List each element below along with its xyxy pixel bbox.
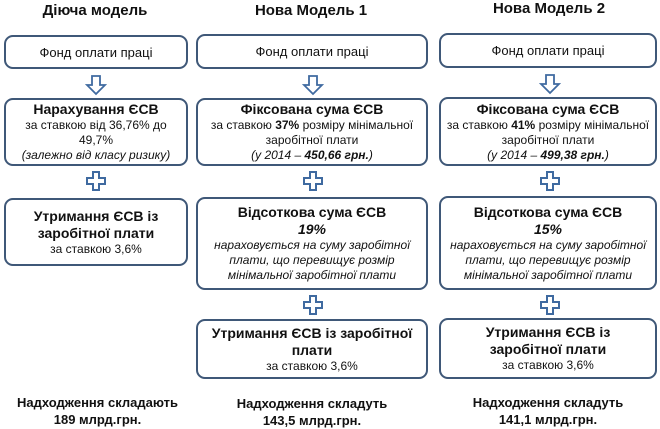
arrow-down-icon [539, 74, 561, 95]
note-pre: (у 2014 – [251, 148, 305, 162]
plus-icon [540, 295, 560, 315]
column-title-current: Діюча модель [42, 2, 148, 19]
note-post: ) [368, 148, 373, 162]
box-heading: Нарахування ЄСВ [33, 101, 159, 117]
rate-post: розміру мінімальної заробітної плати [265, 118, 414, 147]
revenue-model2: Надходження складуть 141,1 млрд.грн. [439, 394, 657, 428]
note-pre: (у 2014 – [487, 147, 541, 162]
box-heading: Фіксована сума ЄСВ [476, 100, 620, 117]
note-text: нараховується на суму заробітної плати, … [214, 238, 410, 282]
rate-value: 41% [511, 117, 536, 132]
revenue-label: Надходження складуть [236, 396, 388, 411]
column-title-model2: Нова Модель 2 [492, 0, 606, 17]
rate-text: за ставкою 3,6% [502, 358, 594, 372]
box-heading: Утримання ЄСВ із заробітної плати [211, 324, 413, 358]
revenue-amount: 143,5 млрд.грн. [262, 413, 362, 428]
rate-pre: за ставкою [210, 118, 276, 132]
note-text: (у 2014 – 499,38 грн.) [487, 148, 609, 163]
rate-post: розміру мінімальної заробітної плати [501, 117, 650, 147]
rate-text: за ставкою 37% розміру мінімальної зароб… [202, 118, 422, 148]
box-heading: Утримання ЄСВ із заробітної плати [485, 324, 611, 357]
note-text: нараховується на суму заробітної плати, … [450, 237, 646, 282]
note-text: (у 2014 – 450,66 грн.) [251, 148, 373, 163]
plus-icon [86, 171, 106, 191]
revenue-amount: 189 млрд.грн. [53, 412, 142, 427]
column-title-model1: Нова Модель 1 [254, 2, 368, 19]
box-heading: Утримання ЄСВ із заробітної плати [33, 207, 159, 241]
fund-label: Фонд оплати праці [39, 44, 153, 60]
arrow-down-icon [302, 75, 324, 96]
withholding-box-model2: Утримання ЄСВ із заробітної плати за ста… [439, 318, 657, 379]
rate-value: 37% [275, 118, 300, 132]
rate-text: за ставкою 3,6% [266, 358, 358, 373]
withholding-box-current: Утримання ЄСВ із заробітної плати за ста… [4, 198, 188, 266]
box-heading: Фіксована сума ЄСВ [240, 101, 384, 117]
revenue-model1: Надходження складуть 143,5 млрд.грн. [196, 395, 428, 429]
note-post: ) [604, 147, 609, 162]
fund-label: Фонд оплати праці [491, 43, 605, 58]
plus-icon [303, 171, 323, 191]
fund-box-model1: Фонд оплати праці [196, 34, 428, 69]
rate-pre: за ставкою [446, 117, 512, 132]
fixed-sum-box-model1: Фіксована сума ЄСВ за ставкою 37% розмір… [196, 98, 428, 166]
fund-box-model2: Фонд оплати праці [439, 33, 657, 68]
fund-label: Фонд оплати праці [255, 44, 369, 59]
note-text: (залежно від класу ризику) [21, 148, 171, 162]
box-heading: Відсоткова сума ЄСВ [237, 204, 387, 220]
note-amount: 450,66 грн. [304, 148, 369, 162]
plus-icon [540, 171, 560, 191]
note-amount: 499,38 грн. [540, 147, 605, 162]
revenue-current: Надходження складають 189 млрд.грн. [0, 394, 195, 428]
withholding-box-model1: Утримання ЄСВ із заробітної плати за ста… [196, 319, 428, 379]
plus-icon [303, 295, 323, 315]
rate-text: за ставкою 41% розміру мінімальної зароб… [445, 118, 651, 148]
rate-text: за ставкою 3,6% [50, 241, 142, 256]
revenue-amount: 141,1 млрд.грн. [498, 412, 598, 427]
revenue-label: Надходження складають [17, 395, 178, 410]
fund-box-current: Фонд оплати праці [4, 35, 188, 69]
arrow-down-icon [85, 75, 107, 96]
rate-text: за ставкою від 36,76% до 49,7% [25, 118, 167, 147]
rate-value: 15% [533, 220, 563, 237]
revenue-label: Надходження складуть [472, 395, 624, 410]
percent-sum-box-model2: Відсоткова сума ЄСВ 15% нараховується на… [439, 196, 657, 290]
fixed-sum-box-model2: Фіксована сума ЄСВ за ставкою 41% розмір… [439, 97, 657, 166]
rate-value: 19% [297, 221, 327, 237]
accrual-box-current: Нарахування ЄСВ за ставкою від 36,76% до… [4, 98, 188, 166]
percent-sum-box-model1: Відсоткова сума ЄСВ 19% нараховується на… [196, 197, 428, 290]
box-heading: Відсоткова сума ЄСВ [473, 203, 623, 220]
